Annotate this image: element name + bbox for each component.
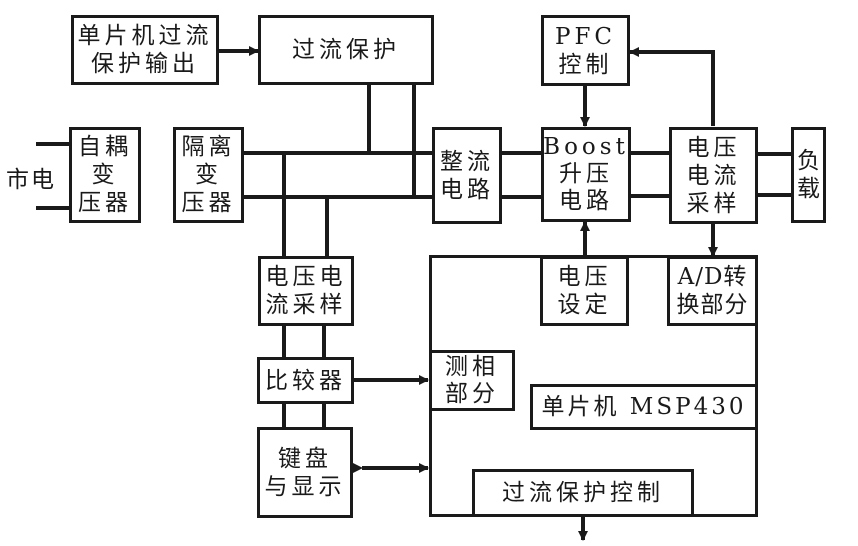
block-text: PFC — [554, 23, 617, 50]
block-text: 比较器 — [265, 367, 346, 394]
phase-detect-block: 测相 部分 — [429, 350, 515, 411]
block-text: 载 — [797, 176, 820, 202]
block-text: 电流 — [686, 162, 741, 189]
boost-block: Boost 升压 电路 — [541, 127, 631, 222]
voltage-setting-block: 电压 设定 — [540, 256, 629, 326]
block-text: 自耦 — [78, 134, 132, 160]
block-text: 与显示 — [264, 473, 346, 500]
mains-label: 市电 — [6, 167, 56, 193]
block-text: Boost — [543, 134, 629, 160]
block-text: 整流 — [440, 148, 494, 175]
block-text: 部分 — [445, 380, 499, 407]
block-text: 升压 — [559, 161, 613, 187]
block-text: 保护输出 — [91, 51, 199, 77]
overcurrent-protection-block: 过流保护 — [258, 15, 434, 85]
rectifier-block: 整流 电路 — [432, 127, 502, 224]
autotransformer-block: 自耦 变 压器 — [69, 127, 141, 223]
block-text: 负 — [797, 148, 820, 174]
block-text: 键盘 — [278, 445, 332, 472]
block-text: 设定 — [557, 292, 612, 318]
block-text: 单片机 MSP430 — [541, 394, 747, 420]
vi-sampling-input-block: 电压电 流采样 — [258, 256, 354, 326]
block-text: 压器 — [181, 190, 236, 216]
block-text: 过流保护 — [292, 37, 400, 63]
mcu-label-block: 单片机 MSP430 — [530, 384, 758, 430]
overcurrent-control-block: 过流保护控制 — [472, 469, 694, 517]
mcu-overcurrent-output-block: 单片机过流 保护输出 — [71, 15, 219, 85]
block-text: 控制 — [558, 51, 613, 78]
comparator-block: 比较器 — [257, 357, 354, 404]
block-text: A/D转 — [677, 264, 748, 290]
keyboard-display-block: 键盘 与显示 — [257, 427, 353, 518]
vi-sampling-output-block: 电压 电流 采样 — [669, 127, 758, 224]
block-text: 压器 — [78, 190, 132, 216]
block-text: 流采样 — [265, 292, 347, 318]
block-text: 电路 — [559, 188, 613, 214]
block-text: 过流保护控制 — [502, 480, 664, 506]
pfc-control-block: PFC 控制 — [541, 15, 630, 86]
block-text: 变 — [91, 162, 119, 188]
block-text: 隔离 — [181, 134, 236, 160]
block-text: 换部分 — [676, 292, 749, 318]
block-text: 变 — [195, 162, 222, 188]
block-text: 电压 — [557, 264, 612, 290]
block-text: 采样 — [686, 190, 741, 217]
block-text: 电压电 — [265, 264, 347, 290]
ad-conversion-block: A/D转 换部分 — [667, 256, 758, 326]
load-block: 负 载 — [791, 127, 826, 223]
isolation-transformer-block: 隔离 变 压器 — [173, 127, 244, 223]
block-text: 测相 — [445, 353, 499, 380]
block-text: 电路 — [440, 176, 494, 203]
block-text: 电压 — [686, 134, 741, 161]
block-text: 单片机过流 — [77, 23, 213, 49]
arrow-sample-to-pfc — [629, 47, 715, 126]
